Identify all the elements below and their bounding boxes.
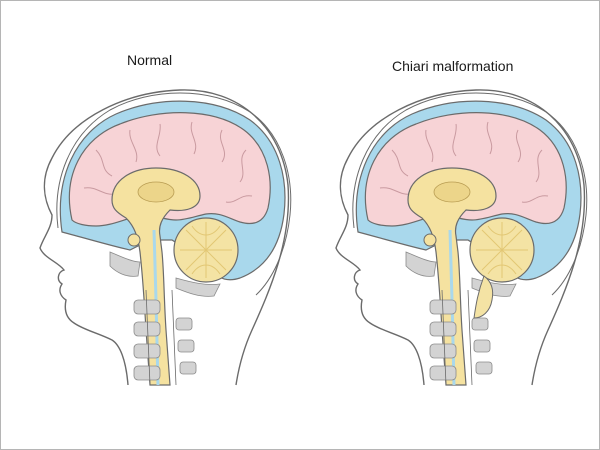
sagittal-head-chiari-icon bbox=[334, 88, 589, 387]
label-chiari-malformation: Chiari malformation bbox=[392, 58, 514, 74]
sagittal-head-normal-icon bbox=[38, 88, 293, 387]
label-normal: Normal bbox=[127, 52, 173, 68]
